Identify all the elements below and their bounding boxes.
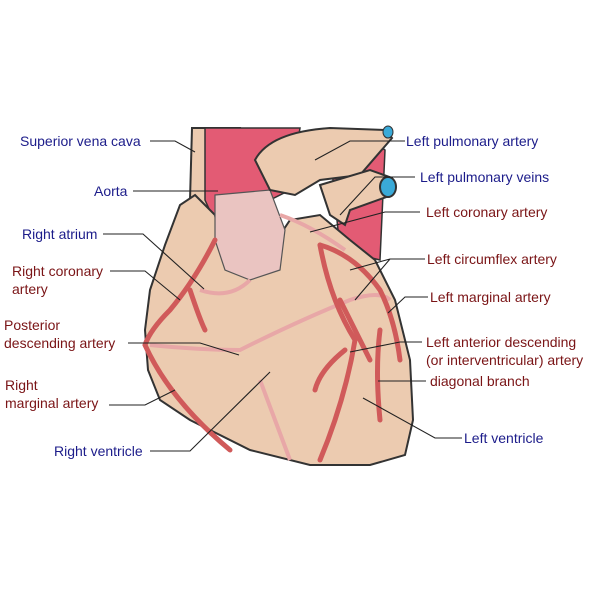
- label-right-atrium: Right atrium: [22, 226, 98, 242]
- label-right-coronary-artery: Right coronary artery: [12, 262, 103, 298]
- label-right-ventricle: Right ventricle: [54, 443, 143, 459]
- label-left-marginal-artery: Left marginal artery: [430, 289, 551, 305]
- circumflex-path: [317, 242, 403, 363]
- label-diagonal-branch: diagonal branch: [430, 373, 530, 389]
- label-left-pulmonary-artery: Left pulmonary artery: [406, 133, 539, 149]
- label-line: Left anterior descending: [426, 334, 577, 350]
- label-left-anterior-descending: Left anterior descending (or interventric…: [426, 333, 583, 369]
- lad-path: [317, 242, 358, 463]
- label-aorta: Aorta: [94, 183, 128, 199]
- left-pulmonary-artery: [253, 126, 394, 197]
- label-line: marginal artery: [5, 395, 99, 411]
- label-superior-vena-cava: Superior vena cava: [20, 133, 141, 149]
- pulmonary-artery-opening: [382, 125, 394, 139]
- label-line: Posterior: [4, 317, 61, 333]
- label-line: (or interventricular) artery: [426, 352, 584, 368]
- label-line: Right: [5, 377, 38, 393]
- label-left-circumflex-artery: Left circumflex artery: [427, 251, 557, 267]
- right-coronary-path: [142, 237, 233, 453]
- label-left-pulmonary-veins: Left pulmonary veins: [420, 169, 550, 185]
- label-line: Right coronary: [12, 263, 104, 279]
- label-posterior-descending-artery: Posterior descending artery: [4, 316, 115, 352]
- label-right-marginal-artery: Right marginal artery: [5, 376, 98, 412]
- label-line: artery: [12, 281, 48, 297]
- atrium-region: [214, 189, 286, 281]
- label-left-ventricle: Left ventricle: [464, 430, 544, 446]
- label-left-coronary-artery: Left coronary artery: [426, 204, 548, 220]
- pulmonary-vein-opening: [379, 176, 397, 198]
- label-line: descending artery: [4, 335, 116, 351]
